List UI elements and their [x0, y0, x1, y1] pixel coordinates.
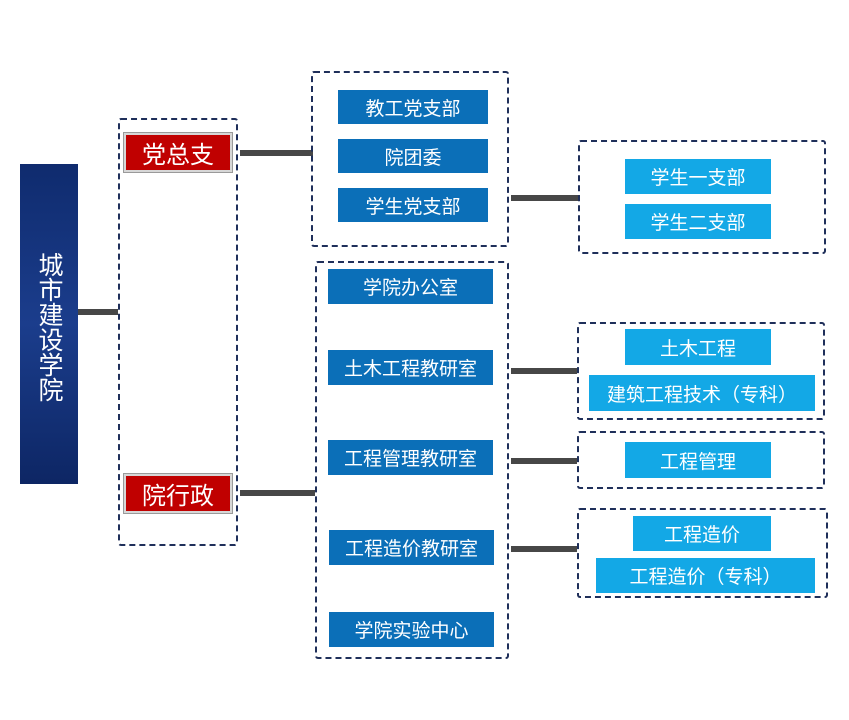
civil-majors-group: [577, 322, 825, 420]
party-unit-box: 学生党支部: [338, 188, 488, 222]
student-branches-group: [578, 140, 826, 254]
admin-unit-box: 学院实验中心: [329, 612, 494, 647]
connector-party-units: [240, 150, 313, 156]
civil-major-box: 建筑工程技术（专科）: [589, 375, 815, 411]
management-major-label: 工程管理: [659, 450, 736, 473]
admin-unit-box: 学院办公室: [328, 269, 493, 304]
civil-major-label: 土木工程: [659, 337, 736, 360]
party-units-group: [311, 71, 509, 247]
root-label: 城市建设学院: [35, 252, 64, 402]
connector-cost-majors: [511, 546, 577, 552]
student-branch-label: 学生一支部: [650, 167, 746, 189]
admin-unit-label: 学院实验中心: [354, 620, 469, 642]
admin-unit-box: 工程管理教研室: [328, 440, 493, 475]
cost-major-box: 工程造价: [633, 516, 771, 551]
party-unit-label: 教工党支部: [365, 97, 461, 120]
student-branch-box: 学生二支部: [625, 204, 771, 239]
cost-major-label: 工程造价（专科）: [629, 566, 782, 588]
party-unit-label: 院团委: [384, 146, 442, 169]
connector-student-branches: [511, 195, 580, 201]
student-branch-label: 学生二支部: [650, 212, 746, 234]
admin-unit-box: 土木工程教研室: [328, 350, 493, 385]
party-committee-label: 党总支: [142, 141, 214, 169]
admin-unit-label: 工程管理教研室: [343, 448, 477, 470]
admin-units-group: [315, 261, 509, 659]
connector-management-majors: [511, 458, 577, 464]
party-unit-box: 教工党支部: [338, 90, 488, 124]
cost-major-label: 工程造价: [663, 524, 740, 546]
level1-group: [118, 118, 238, 546]
management-major-box: 工程管理: [625, 442, 771, 478]
admin-unit-label: 学院办公室: [362, 277, 458, 299]
connector-civil-majors: [511, 368, 577, 374]
connector-admin-units: [240, 490, 315, 496]
party-unit-label: 学生党支部: [365, 195, 461, 218]
administration-label: 院行政: [142, 482, 214, 510]
administration-box: 院行政: [124, 474, 232, 513]
civil-major-label: 建筑工程技术（专科）: [606, 383, 797, 406]
admin-unit-label: 土木工程教研室: [343, 358, 477, 380]
cost-major-box: 工程造价（专科）: [596, 558, 815, 593]
connector-root-level1: [78, 309, 118, 315]
management-majors-group: [577, 431, 825, 489]
cost-majors-group: [577, 508, 828, 598]
party-committee-box: 党总支: [124, 133, 232, 172]
admin-unit-label: 工程造价教研室: [344, 538, 478, 560]
student-branch-box: 学生一支部: [625, 159, 771, 194]
party-unit-box: 院团委: [338, 139, 488, 173]
admin-unit-box: 工程造价教研室: [329, 530, 494, 565]
root-node: 城市建设学院: [20, 164, 78, 484]
civil-major-box: 土木工程: [625, 329, 771, 365]
